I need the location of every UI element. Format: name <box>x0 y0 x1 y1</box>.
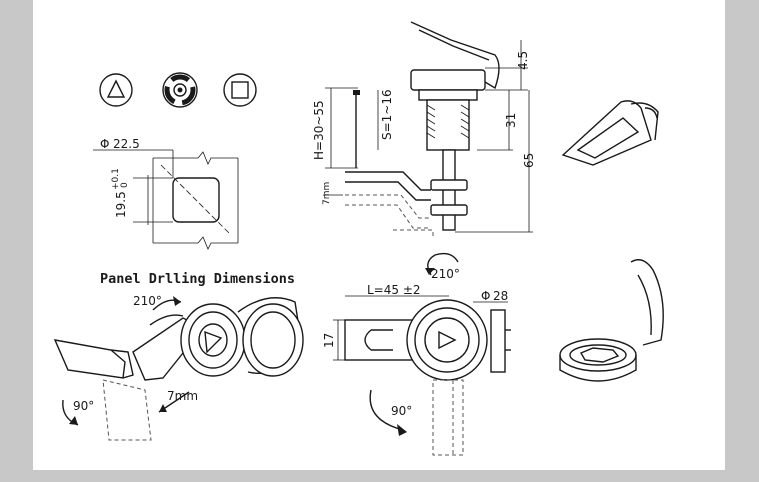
square-key-icon <box>223 73 257 107</box>
hole-flat-tol-upper: +0.1 <box>111 168 121 190</box>
round-key-icon <box>162 72 198 108</box>
panel-thickness-label: S=1~16 <box>380 89 394 140</box>
iso-cup <box>559 259 664 382</box>
technical-drawing: Φ 22.5 19.5 +0.1 0 Panel Drlling Dimensi… <box>53 21 664 456</box>
panel-drilling-title: Panel Drlling Dimensions <box>100 271 295 287</box>
length-label: L=45 ±2 <box>367 283 421 297</box>
diameter-symbol: Φ <box>100 137 109 151</box>
total-height-label: 65 <box>522 153 536 168</box>
drawing-sheet: Φ 22.5 19.5 +0.1 0 Panel Drlling Dimensi… <box>33 0 725 470</box>
square-key-label: 7mm <box>322 182 332 205</box>
key-types <box>99 72 257 108</box>
front-view: 210° L=45 ±2 17 Φ 28 90° <box>322 252 511 456</box>
flange-diameter-label: 28 <box>493 289 508 303</box>
hole-flat-tol-lower: 0 <box>120 182 130 188</box>
rotation-bottom-label: 90° <box>391 404 412 418</box>
diameter-symbol-front: Φ <box>481 289 490 303</box>
height-range-label: H=30~55 <box>312 100 326 160</box>
hole-flat-label: 19.5 <box>114 191 128 218</box>
top-height-label: 4.5 <box>516 51 530 70</box>
iso-assembly-left: 210° 7mm 90° <box>53 294 304 441</box>
iso-rotation-90-label: 90° <box>73 399 94 413</box>
side-section-view: H=30~55 S=1~16 4.5 31 65 7mm <box>312 21 536 238</box>
body-height-label: 31 <box>504 113 518 128</box>
triangle-key-icon <box>99 73 133 107</box>
panel-cutout-drawing: Φ 22.5 19.5 +0.1 0 <box>93 137 239 250</box>
hole-diameter-label: 22.5 <box>113 137 140 151</box>
rotation-top-label: 210° <box>431 267 460 281</box>
body-width-label: 17 <box>322 333 336 348</box>
rotation-210-label: 210° <box>133 294 162 308</box>
iso-latch-top <box>561 100 659 166</box>
